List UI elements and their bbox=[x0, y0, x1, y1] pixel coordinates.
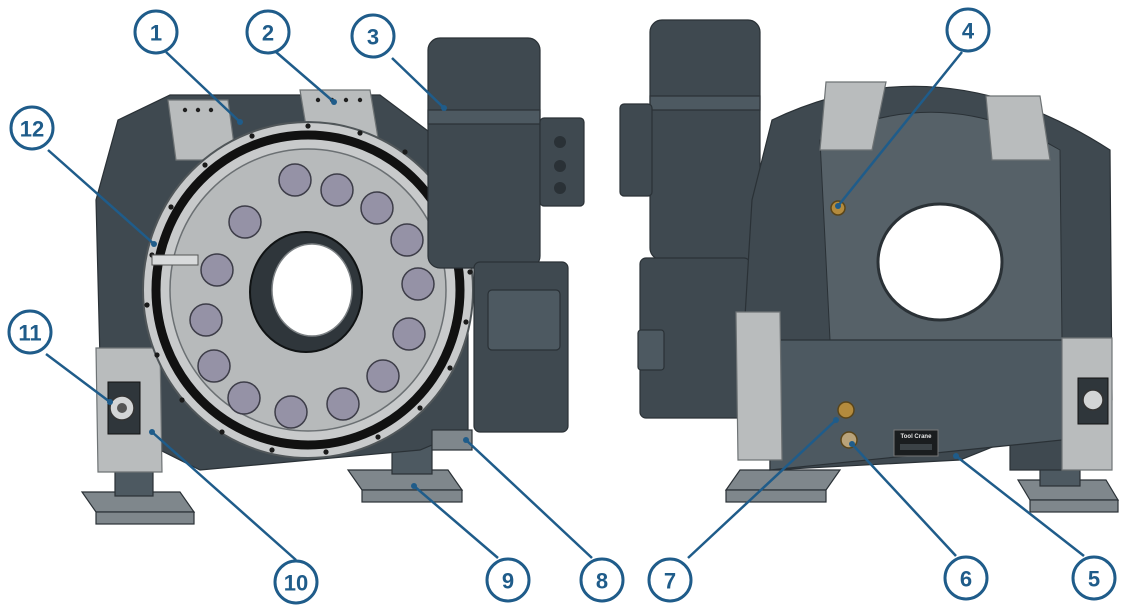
callout-2-label: 2 bbox=[262, 21, 274, 46]
lower-port-a bbox=[837, 401, 855, 419]
callout-5: 5 bbox=[1071, 555, 1117, 601]
nameplate: Tool Crane bbox=[893, 429, 939, 457]
pocket-array bbox=[189, 163, 435, 429]
callout-12: 12 bbox=[9, 105, 55, 151]
callout-12-label: 12 bbox=[20, 117, 44, 142]
callout-8-label: 8 bbox=[596, 569, 608, 594]
callout-3-label: 3 bbox=[367, 25, 379, 50]
right-motor bbox=[619, 19, 761, 419]
callout-1: 1 bbox=[133, 9, 179, 55]
callout-4-label: 4 bbox=[962, 19, 975, 44]
callout-6-label: 6 bbox=[960, 567, 972, 592]
callout-7-label: 7 bbox=[664, 569, 676, 594]
right-side-plate-left bbox=[735, 311, 783, 461]
callout-7: 7 bbox=[647, 557, 693, 603]
right-spindle-hub bbox=[1077, 377, 1109, 425]
callout-leaders bbox=[45, 51, 1085, 561]
callout-11: 11 bbox=[7, 309, 53, 355]
callout-11-label: 11 bbox=[18, 321, 41, 346]
rear-bore bbox=[876, 202, 1004, 322]
callout-10: 10 bbox=[273, 559, 319, 605]
callout-8: 8 bbox=[579, 557, 625, 603]
nameplate-brand: Tool Crane bbox=[901, 434, 933, 440]
callout-3: 3 bbox=[350, 13, 396, 59]
callout-1-label: 1 bbox=[150, 21, 162, 46]
callout-10-label: 10 bbox=[284, 571, 308, 596]
callout-2: 2 bbox=[245, 9, 291, 55]
left-view-assembly bbox=[80, 37, 585, 525]
left-spindle-hub bbox=[107, 381, 141, 435]
right-top-bracket-b bbox=[985, 95, 1051, 161]
callout-6: 6 bbox=[943, 555, 989, 601]
callout-9-label: 9 bbox=[502, 569, 514, 594]
right-view-assembly: Tool Crane bbox=[619, 19, 1120, 513]
callout-4: 4 bbox=[945, 7, 991, 53]
callout-5-label: 5 bbox=[1088, 567, 1100, 592]
callout-9: 9 bbox=[485, 557, 531, 603]
right-top-bracket-a bbox=[819, 81, 887, 151]
left-motor bbox=[427, 37, 585, 451]
position-flag bbox=[151, 254, 199, 266]
